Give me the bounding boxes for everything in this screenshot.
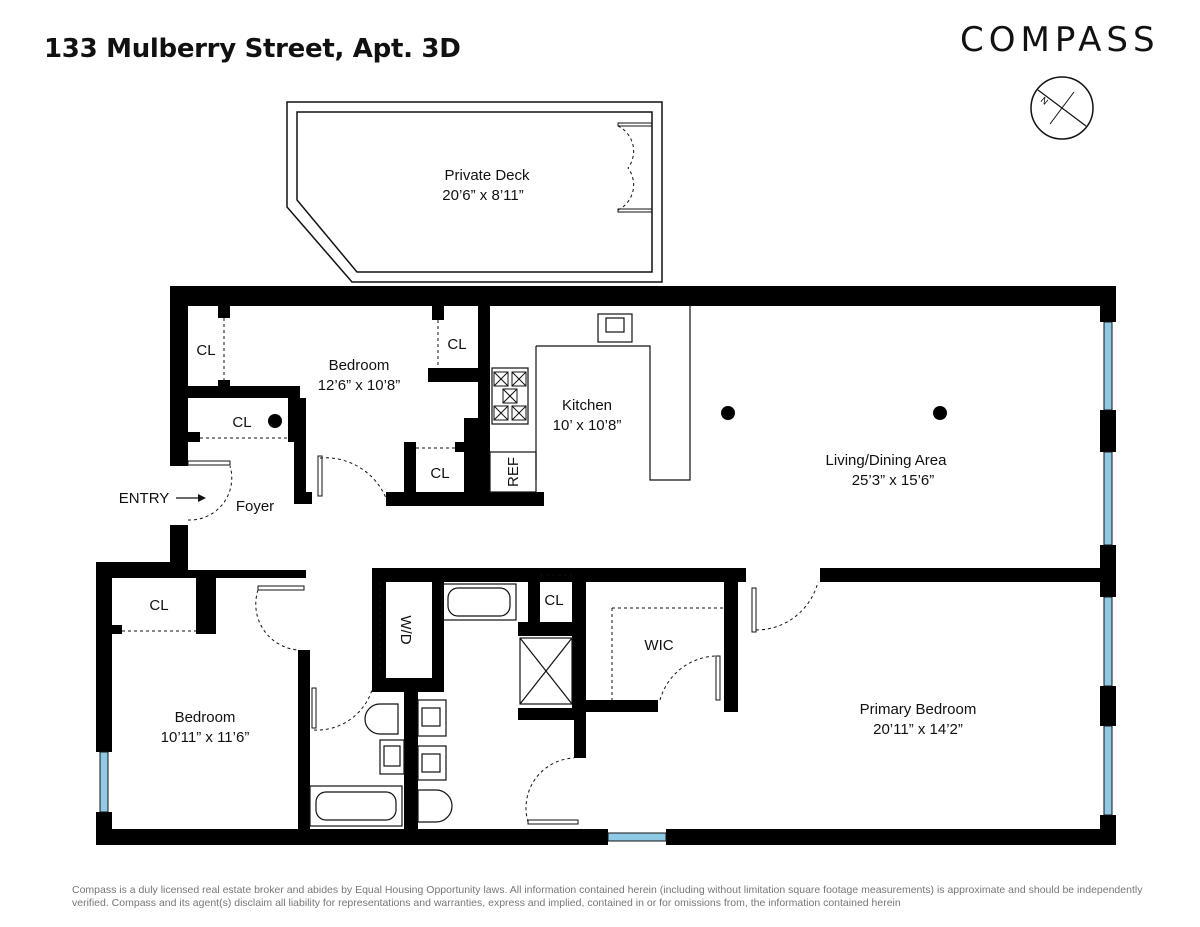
closet-label: CL — [544, 592, 563, 609]
kitchen-name: Kitchen — [562, 397, 612, 414]
compass-north-label: N — [1039, 95, 1050, 107]
closet-label: CL — [447, 336, 466, 353]
wic-label: WIC — [644, 637, 673, 654]
brand-logo: COMPASS — [960, 20, 1160, 60]
refrigerator-label: REF — [505, 457, 522, 487]
disclaimer: Compass is a duly licensed real estate b… — [72, 884, 1143, 909]
deck-name: Private Deck — [444, 167, 530, 184]
foyer-label: Foyer — [236, 498, 274, 515]
kitchen-fixtures — [489, 306, 691, 493]
closet-label: CL — [232, 414, 251, 431]
living-dims: 25’3” x 15’6” — [852, 472, 935, 489]
bedroom-top-dims: 12’6” x 10’8” — [318, 377, 401, 394]
kitchen-dims: 10’ x 10’8” — [553, 417, 622, 434]
washer-dryer-label: W/D — [397, 615, 414, 644]
bathroom-fixtures — [309, 583, 573, 827]
closet-fronts — [122, 318, 724, 700]
exterior-walls — [96, 286, 1116, 845]
closet-label: CL — [149, 597, 168, 614]
door-swings — [187, 455, 819, 825]
closet-label: CL — [196, 342, 215, 359]
bedroom-left-name: Bedroom — [175, 709, 236, 726]
deck-dims: 20’6” x 8’11” — [442, 187, 523, 204]
windows — [99, 321, 1113, 842]
primary-bedroom-dims: 20’11” x 14’2” — [873, 721, 963, 738]
stove-icon — [493, 371, 527, 421]
entry-label: ENTRY — [119, 490, 170, 507]
compass-rose-icon: N — [1030, 76, 1094, 140]
entry-arrow-icon — [176, 494, 206, 502]
closet-label: CL — [430, 465, 449, 482]
interior-walls — [96, 306, 1116, 830]
bedroom-top-name: Bedroom — [329, 357, 390, 374]
bedroom-left-dims: 10’11” x 11’6” — [161, 729, 250, 746]
living-name: Living/Dining Area — [826, 452, 948, 469]
primary-bedroom-name: Primary Bedroom — [860, 701, 977, 718]
listing-address: 133 Mulberry Street, Apt. 3D — [44, 34, 461, 64]
deck-outline — [286, 101, 663, 283]
columns — [268, 406, 947, 428]
